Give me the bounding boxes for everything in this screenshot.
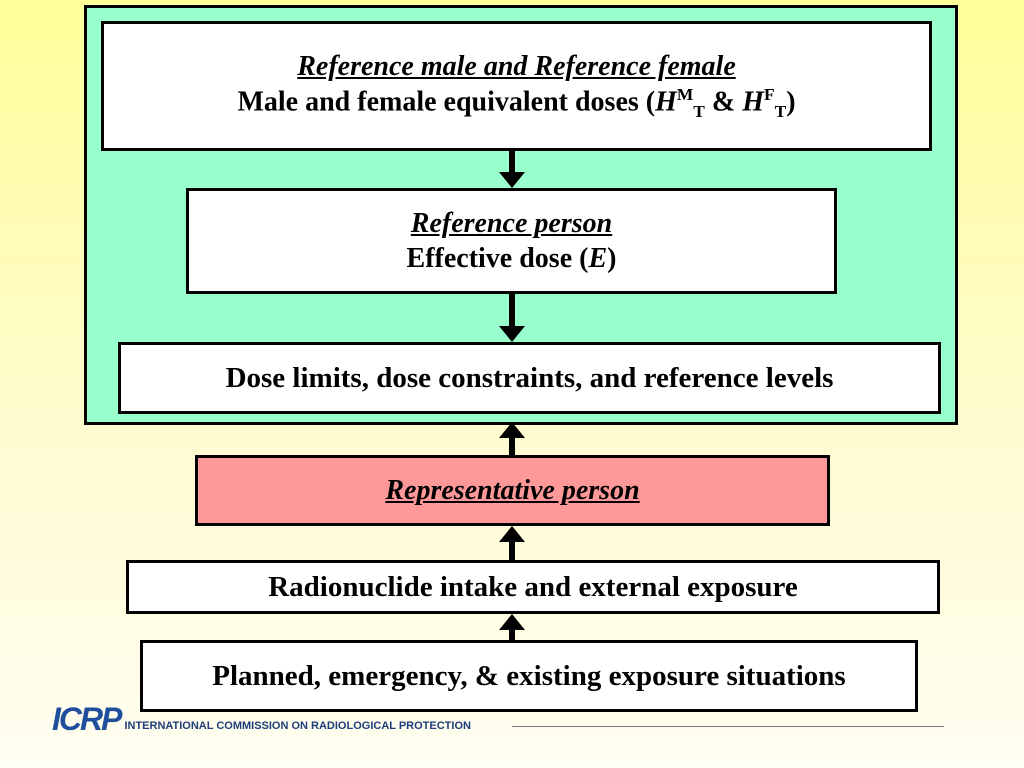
arrow-up-1 (499, 422, 525, 455)
icrp-logo: ICRP INTERNATIONAL COMMISSION ON RADIOLO… (52, 700, 471, 737)
arrow-down-2 (499, 294, 525, 342)
arrow-down-1 (499, 151, 525, 188)
reference-person-heading: Reference person (410, 208, 613, 239)
reference-male-female-box: Reference male and Reference female Male… (101, 21, 932, 151)
organization-name: INTERNATIONAL COMMISSION ON RADIOLOGICAL… (124, 720, 471, 732)
icrp-logo-mark: ICRP (52, 701, 122, 737)
dose-limits-text: Dose limits, dose constraints, and refer… (225, 361, 834, 394)
radionuclide-intake-box: Radionuclide intake and external exposur… (126, 560, 940, 614)
representative-person-text: Representative person (385, 475, 640, 506)
representative-person-box: Representative person (195, 455, 830, 526)
exposure-situations-text: Planned, emergency, & existing exposure … (212, 659, 846, 692)
effective-dose-line: Effective dose (E) (406, 243, 617, 274)
dose-limits-box: Dose limits, dose constraints, and refer… (118, 342, 941, 414)
reference-person-box: Reference person Effective dose (E) (186, 188, 837, 294)
reference-male-female-heading: Reference male and Reference female (297, 51, 736, 83)
exposure-situations-box: Planned, emergency, & existing exposure … (140, 640, 918, 712)
equivalent-doses-line: Male and female equivalent doses (HMT & … (237, 85, 796, 122)
arrow-up-3 (499, 614, 525, 640)
radionuclide-intake-text: Radionuclide intake and external exposur… (268, 570, 798, 603)
footer-divider (512, 726, 944, 727)
arrow-up-2 (499, 526, 525, 560)
